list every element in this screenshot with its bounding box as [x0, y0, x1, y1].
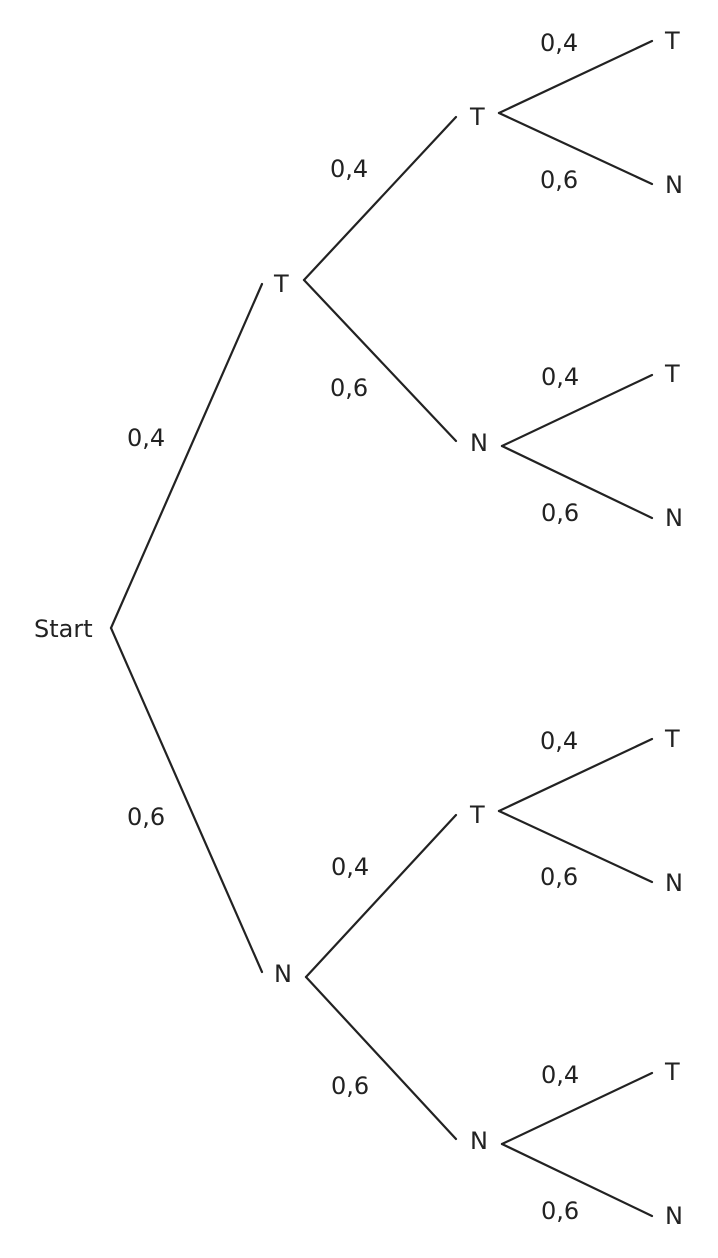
- edge-n-to-nn: [304, 975, 458, 1141]
- node-nn: N: [470, 1127, 488, 1155]
- prob-nt-ntn: 0,6: [540, 863, 578, 891]
- prob-tn-tnn: 0,6: [541, 499, 579, 527]
- edge-start-to-n: [109, 626, 264, 974]
- edge-nt-to-ntn: [497, 809, 654, 884]
- prob-n-nn: 0,6: [331, 1072, 369, 1100]
- prob-tt-ttn: 0,6: [540, 166, 578, 194]
- prob-start-n: 0,6: [127, 803, 165, 831]
- edge-tt-to-ttn: [497, 111, 654, 186]
- edge-start-to-t: [109, 282, 264, 630]
- prob-nn-nnt: 0,4: [541, 1061, 579, 1089]
- edge-tn-to-tnn: [500, 444, 654, 520]
- node-nnn: N: [665, 1202, 683, 1230]
- edge-t-to-tt: [302, 115, 458, 282]
- node-ntt: T: [664, 725, 680, 753]
- edge-n-to-nt: [304, 813, 458, 979]
- prob-nn-nnn: 0,6: [541, 1197, 579, 1225]
- node-ttn: N: [665, 171, 683, 199]
- node-nnt: T: [664, 1058, 680, 1086]
- node-nt: T: [469, 801, 485, 829]
- prob-start-t: 0,4: [127, 424, 165, 452]
- node-tnt: T: [664, 360, 680, 388]
- node-tn: N: [470, 429, 488, 457]
- prob-tn-tnt: 0,4: [541, 363, 579, 391]
- node-tnn: N: [665, 504, 683, 532]
- node-ttt: T: [664, 27, 680, 55]
- node-t: T: [273, 270, 289, 298]
- prob-n-nt: 0,4: [331, 853, 369, 881]
- prob-tt-ttt: 0,4: [540, 29, 578, 57]
- edge-nn-to-nnn: [500, 1142, 654, 1218]
- node-n: N: [274, 960, 292, 988]
- node-start: Start: [34, 615, 93, 643]
- prob-nt-ntt: 0,4: [540, 727, 578, 755]
- prob-t-tn: 0,6: [330, 374, 368, 402]
- node-tt: T: [469, 103, 485, 131]
- node-ntn: N: [665, 869, 683, 897]
- edge-tn-to-tnt: [500, 373, 654, 448]
- prob-t-tt: 0,4: [330, 155, 368, 183]
- edge-nt-to-ntt: [497, 737, 654, 813]
- edge-tt-to-ttt: [497, 39, 654, 115]
- edge-t-to-tn: [302, 278, 458, 443]
- edge-nn-to-nnt: [500, 1071, 654, 1146]
